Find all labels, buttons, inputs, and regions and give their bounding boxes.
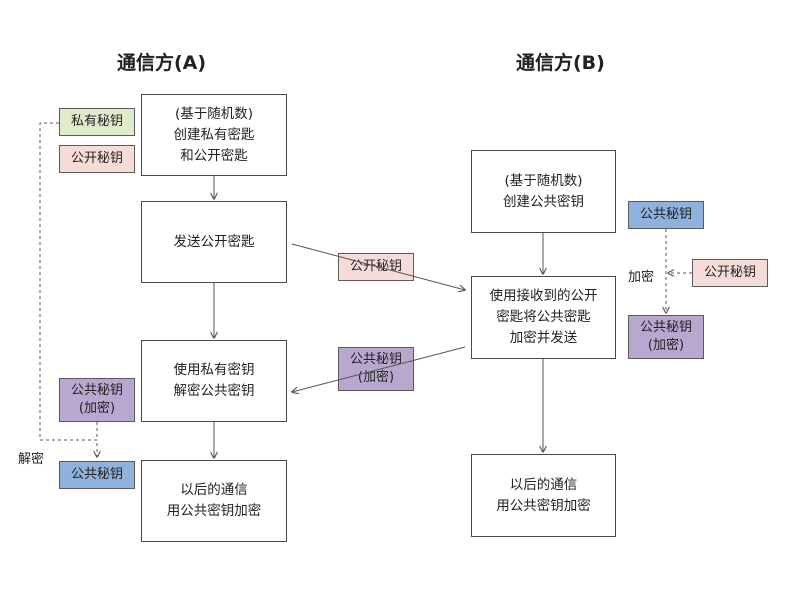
a-common-key-tag-label: 公共秘钥 [70,467,123,482]
a-common-key-tag: 公共秘钥 [59,461,135,489]
arrow-b-to-a [292,346,466,392]
a-public-key-tag: 公开秘钥 [59,145,135,173]
dashed-decrypt-path [39,122,97,457]
a-step-send-public-key: 发送公开密匙 [141,201,287,283]
a-step-create-keys-line3: 和公开密匙 [180,147,248,164]
a-step-send-public-key-line1: 发送公开密匙 [173,233,255,250]
b-step-encrypt-line2: 密匙将公共密匙 [496,309,591,325]
a-private-key-tag-label: 私有秘钥 [70,114,123,129]
b-step-create-line2: 创建公共密钥 [503,193,584,210]
a-step-future-line1: 以后的通信 [180,482,248,498]
b-step-create-common-key: (基于随机数) 创建公共密钥 [471,150,616,233]
b-step-encrypt-line3: 加密并发送 [509,330,578,346]
a-step-create-keys: (基于随机数) 创建私有密匙 和公开密匙 [141,94,287,176]
b-step-future-line2: 用公共密钥加密 [496,497,591,514]
a-step-future-communication: 以后的通信 用公共密钥加密 [141,460,287,542]
a-step-decrypt-line1: 使用私有密钥 [173,362,255,378]
b-step-encrypt-and-send: 使用接收到的公开 密匙将公共密匙 加密并发送 [471,276,616,359]
b-step-encrypt-line1: 使用接收到的公开 [489,288,598,304]
a-step-decrypt-line2: 解密公共密钥 [173,383,255,399]
arrow-a-to-b [291,243,465,290]
b-common-key-tag-label: 公共秘钥 [639,207,692,222]
encrypt-label: 加密 [628,270,655,285]
b-step-future-line1: 以后的通信 [509,476,578,493]
decrypt-label: 解密 [18,452,45,467]
b-public-key-tag-label: 公开秘钥 [703,265,756,280]
transfer-encrypted-line2: (加密) [357,370,395,385]
a-step-decrypt-common-key: 使用私有密钥 解密公共密钥 [141,340,287,422]
b-step-future-communication: 以后的通信 用公共密钥加密 [471,454,616,537]
b-common-key-tag: 公共秘钥 [628,201,704,229]
transfer-encrypted-common-key-tag: 公共秘钥 (加密) [338,347,414,391]
a-private-key-tag: 私有秘钥 [59,108,135,136]
a-step-create-keys-line1: (基于随机数) [174,105,254,122]
a-encrypted-common-key-tag: 公共秘钥 (加密) [59,378,135,422]
transfer-encrypted-line1: 公共秘钥 [349,352,402,367]
b-encrypted-line1: 公共秘钥 [639,320,692,335]
a-step-future-line2: 用公共密钥加密 [166,503,262,519]
b-public-key-tag: 公开秘钥 [692,259,768,287]
b-encrypted-common-key-tag: 公共秘钥 (加密) [628,315,704,359]
party-b-title: 通信方(B) [516,52,605,74]
party-a-title: 通信方(A) [117,52,207,74]
a-step-create-keys-line2: 创建私有密匙 [173,126,255,143]
a-encrypted-common-key-line2: (加密) [78,401,116,416]
b-step-create-line1: (基于随机数) [504,172,583,189]
a-encrypted-common-key-line1: 公共秘钥 [70,383,123,398]
b-encrypted-line2: (加密) [647,338,685,353]
a-public-key-tag-label: 公开秘钥 [70,151,123,166]
